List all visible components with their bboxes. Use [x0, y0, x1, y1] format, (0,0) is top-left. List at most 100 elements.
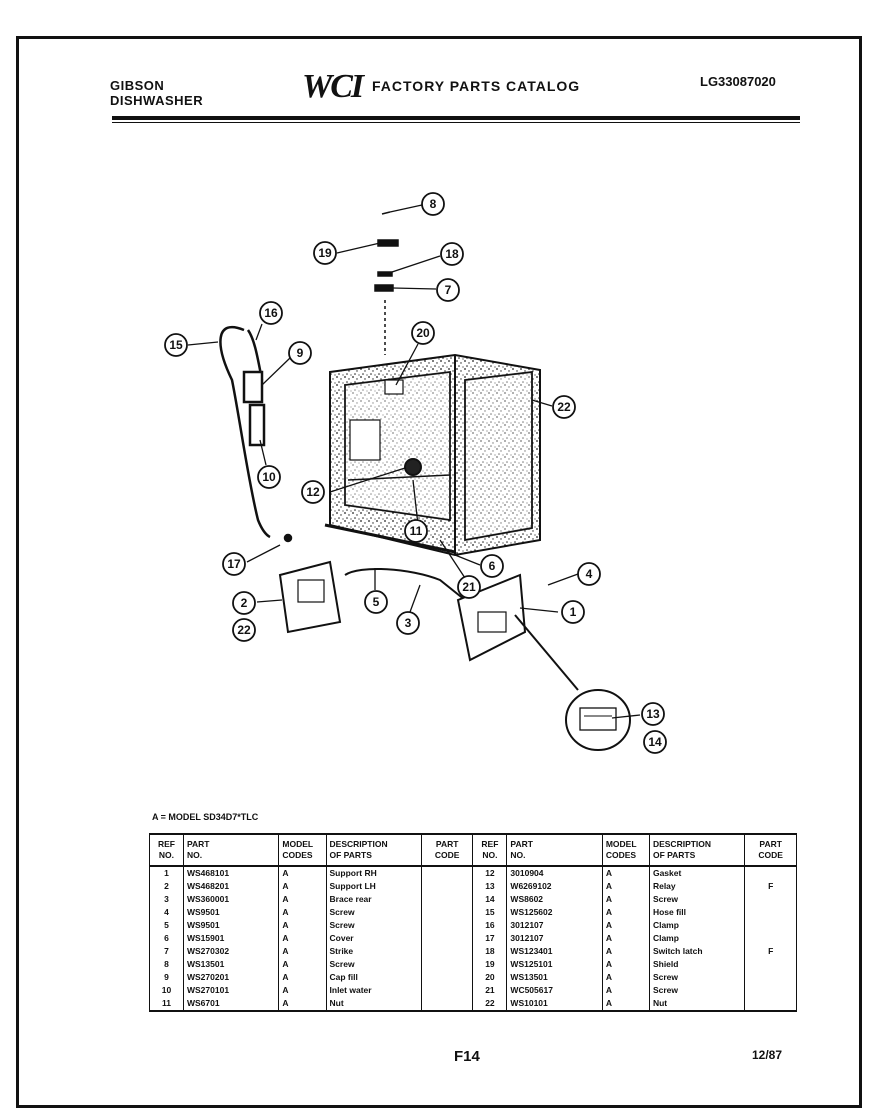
callout-7: 7 [436, 278, 460, 302]
support-brace [278, 560, 527, 662]
table-cell-l-ref: 3 [149, 893, 184, 906]
svg-text:8: 8 [430, 197, 437, 211]
table-cell-l-part: WS9501 [182, 919, 280, 932]
table-cell-r-part: 3010904 [506, 866, 603, 880]
table-cell-l-part: WS360001 [182, 893, 280, 906]
table-cell-r-desc: Nut [648, 997, 746, 1012]
header-rule [112, 116, 800, 120]
fill-hose [219, 325, 293, 543]
table-cell-l-model: A [278, 919, 327, 932]
table-cell-r-ref: 16 [472, 919, 508, 932]
table-cell-l-ref: 10 [149, 984, 184, 997]
table-cell-l-desc: Brace rear [325, 893, 422, 906]
table-cell-r-part: WS8602 [506, 893, 603, 906]
table-cell-r-desc: Shield [648, 958, 746, 971]
callout-6: 6 [480, 554, 504, 578]
svg-text:6: 6 [489, 559, 496, 573]
table-cell-r-model: A [601, 932, 650, 945]
table-cell-l-ref: 2 [149, 880, 184, 893]
callout-labels: 8 19 18 7 16 15 9 10 20 22 12 11 17 21 6… [164, 192, 667, 754]
table-cell-l-ref: 4 [149, 906, 184, 919]
svg-text:17: 17 [227, 557, 241, 571]
table-cell-r-ref: 21 [472, 984, 508, 997]
page-frame [16, 36, 862, 1108]
table-cell-r-ref: 13 [472, 880, 508, 893]
table-cell-r-model: A [601, 919, 650, 932]
callout-14: 14 [643, 730, 667, 754]
table-cell-r-ref: 19 [472, 958, 508, 971]
table-cell-l-desc: Strike [325, 945, 422, 958]
callout-12: 12 [301, 480, 325, 504]
table-cell-r-code [744, 893, 797, 906]
brand-block: GIBSON DISHWASHER [110, 78, 203, 108]
table-cell-r-code: F [744, 880, 797, 893]
svg-text:13: 13 [646, 707, 660, 721]
relay-inset [514, 614, 631, 751]
table-cell-l-code [420, 932, 474, 945]
table-cell-r-ref: 18 [472, 945, 508, 958]
table-cell-l-code [420, 958, 474, 971]
table-cell-l-ref: 8 [149, 958, 184, 971]
wci-logo: WCI [302, 68, 364, 105]
table-cell-l-desc: Inlet water [325, 984, 422, 997]
callout-9: 9 [288, 341, 312, 365]
table-cell-l-model: A [278, 866, 327, 880]
table-cell-l-ref: 1 [149, 866, 184, 880]
table-cell-l-desc: Support LH [325, 880, 422, 893]
table-cell-l-code [420, 866, 474, 880]
svg-text:20: 20 [416, 326, 430, 340]
table-cell-r-desc: Switch latch [648, 945, 746, 958]
latch-parts [374, 211, 399, 355]
page-number: F14 [454, 1048, 480, 1065]
callout-3: 3 [396, 611, 420, 635]
svg-text:14: 14 [648, 735, 662, 749]
table-cell-r-desc: Relay [648, 880, 746, 893]
callout-19: 19 [313, 241, 337, 265]
table-cell-r-model: A [601, 880, 650, 893]
table-cell-r-model: A [601, 971, 650, 984]
svg-text:5: 5 [373, 595, 380, 609]
table-cell-l-model: A [278, 906, 327, 919]
table-cell-l-model: A [278, 958, 327, 971]
table-cell-l-desc: Screw [325, 958, 422, 971]
callout-16: 16 [259, 301, 283, 325]
table-cell-l-part: WS13501 [182, 958, 280, 971]
table-cell-l-code [420, 945, 474, 958]
table-cell-r-ref: 22 [472, 997, 508, 1012]
svg-text:4: 4 [586, 567, 593, 581]
table-cell-r-code [744, 997, 797, 1012]
table-cell-l-part: WS468201 [182, 880, 280, 893]
table-cell-l-code [420, 984, 474, 997]
table-cell-r-part: WS13501 [506, 971, 603, 984]
table-cell-r-code [744, 958, 797, 971]
table-cell-l-model: A [278, 893, 327, 906]
callout-2: 2 [232, 591, 256, 615]
table-cell-l-part: WS270302 [182, 945, 280, 958]
table-cell-l-code [420, 893, 474, 906]
table-cell-l-ref: 11 [149, 997, 184, 1012]
table-cell-r-part: 3012107 [506, 919, 603, 932]
table-cell-l-ref: 9 [149, 971, 184, 984]
table-cell-r-part: WS123401 [506, 945, 603, 958]
table-cell-r-part: WS125101 [506, 958, 603, 971]
table-cell-r-code: F [744, 945, 797, 958]
table-cell-l-ref: 7 [149, 945, 184, 958]
tub-assembly [324, 353, 541, 557]
svg-text:21: 21 [462, 580, 476, 594]
callout-11: 11 [404, 519, 428, 543]
catalog-date: 12/87 [752, 1048, 783, 1062]
